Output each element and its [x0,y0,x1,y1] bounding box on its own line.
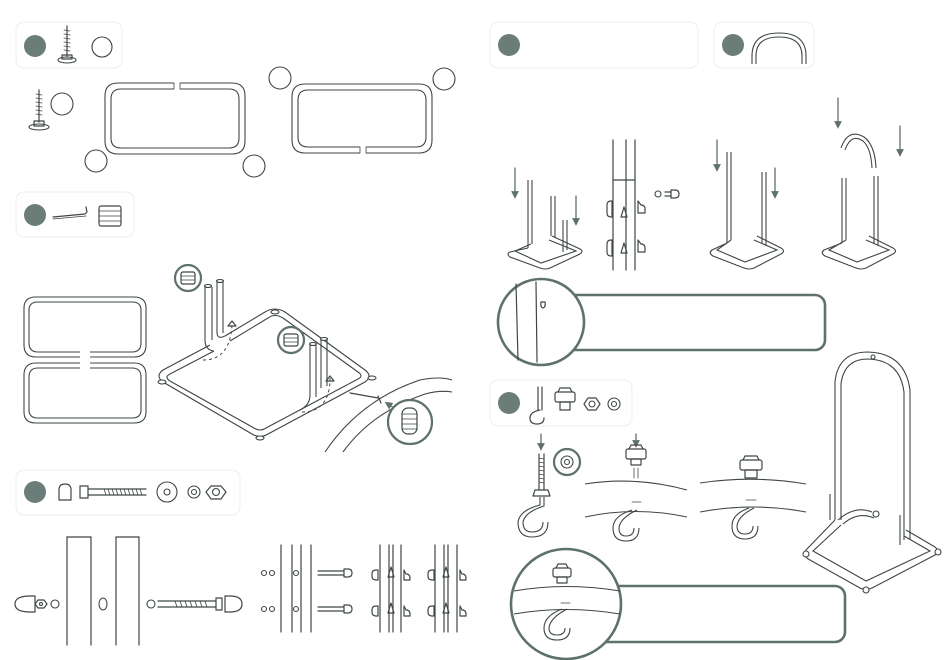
step-4-badge [498,34,520,56]
blank-circle-icon [85,150,107,172]
base-frame [24,297,146,423]
step-6 [490,352,941,659]
step-2 [16,192,452,452]
upright-join-exploded [15,537,242,645]
step-1-badge [24,35,46,57]
knob-tightened [700,456,806,539]
upright-join-sequence [262,545,467,632]
hook-callout [511,549,845,659]
hook-insertion [585,434,687,541]
washer-icon [157,482,177,502]
spring-clip-callout [278,327,304,353]
step-3-badge [24,481,46,503]
blank-circle-icon [243,155,265,177]
levelling-foot-icon [29,90,49,130]
eye-hook-step [518,434,580,537]
callout-magnifier [511,549,621,659]
base-frame [292,84,432,153]
step-3 [15,470,466,645]
blank-circle-icon [92,37,112,57]
join-callout [498,279,825,365]
blank-circle-icon [51,93,73,115]
blank-circle-icon [433,68,455,90]
assembled-stand [803,352,941,593]
step-5 [498,22,900,365]
base-frame [105,83,245,154]
spring-clip-detail [325,378,452,452]
base-with-uprights [508,168,582,269]
callout-magnifier [498,279,584,365]
upright-join-detail [607,140,679,270]
step-2-badge [24,204,46,226]
washer-icon [188,486,200,498]
base-with-arch [822,98,900,269]
base-with-uprights [710,140,783,269]
base-assembly [158,280,376,441]
step-5-badge [722,34,744,56]
step-6-badge [498,392,520,414]
step-1 [16,22,455,177]
blank-circle-icon [269,67,291,89]
callout-box [548,295,825,350]
washer-icon [608,398,620,410]
spring-clip-callout [175,265,201,291]
